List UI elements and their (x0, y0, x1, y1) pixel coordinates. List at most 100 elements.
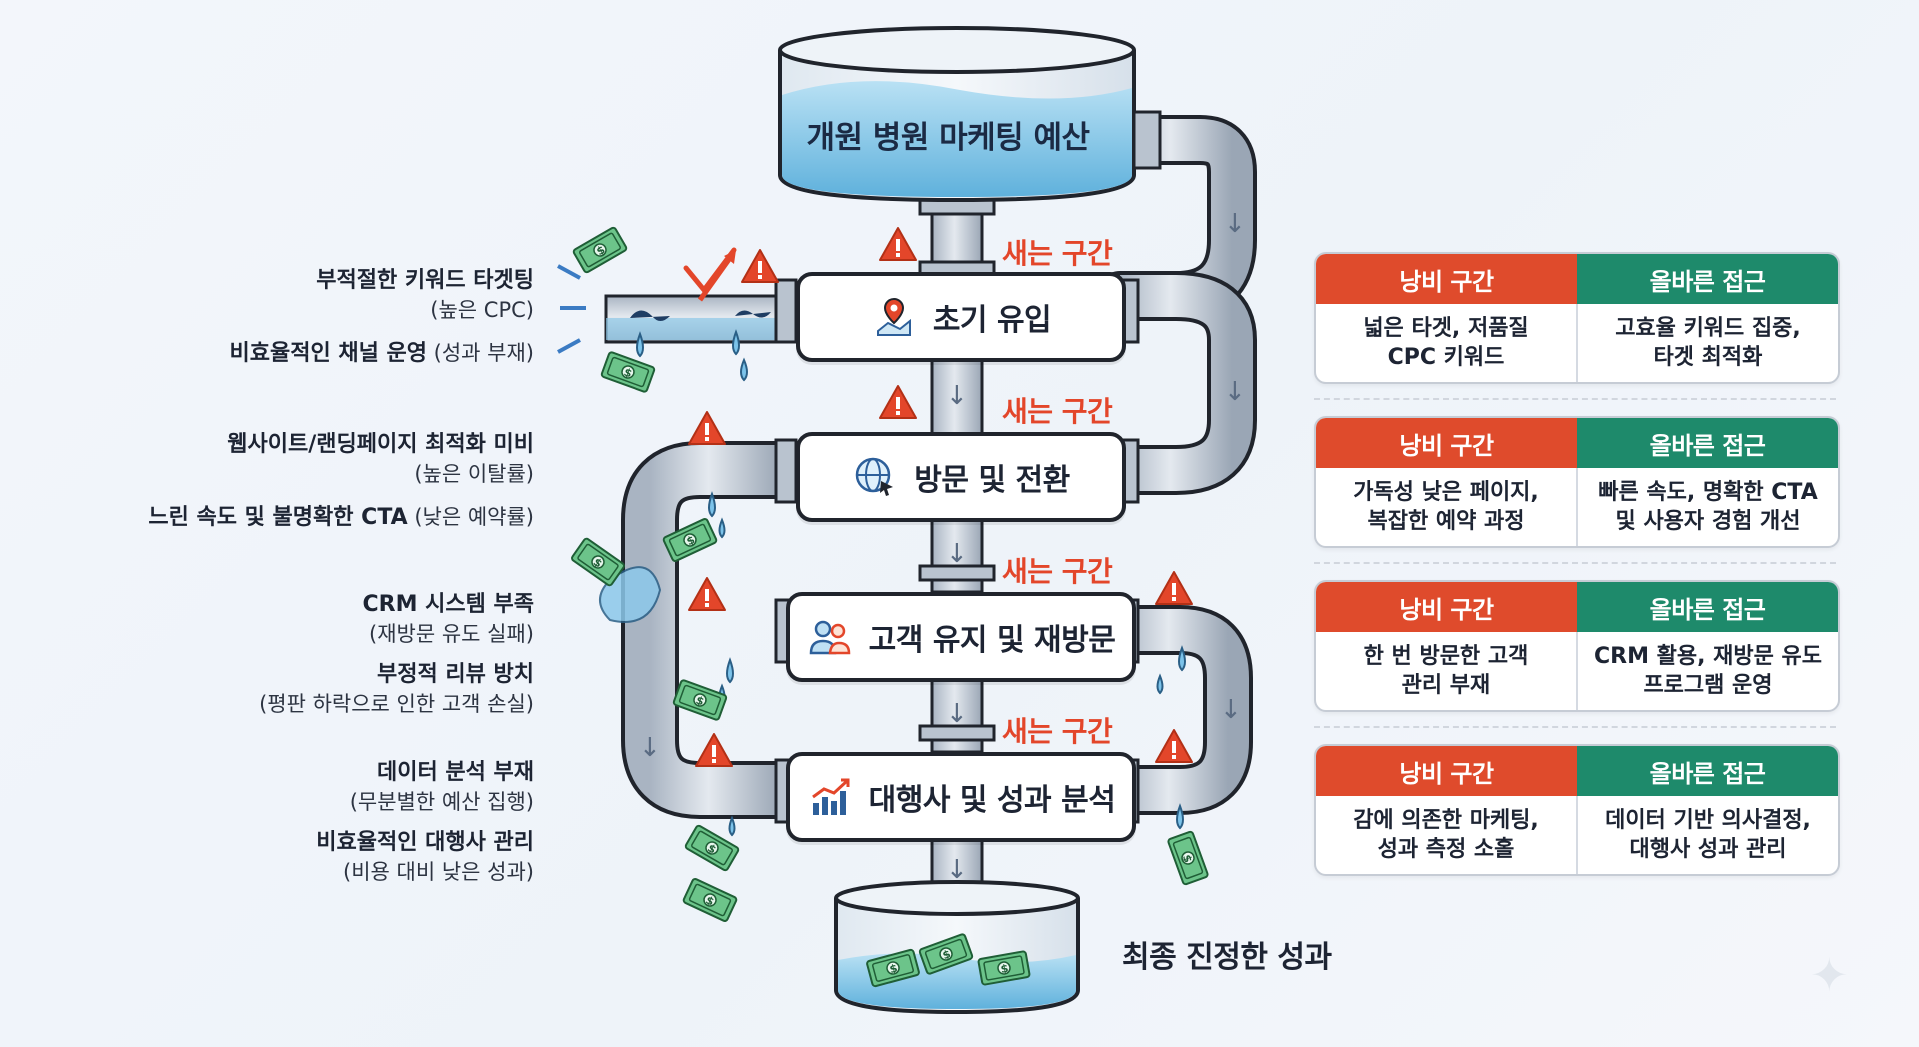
svg-text:↓: ↓ (946, 699, 968, 729)
money-bill-icon: $ (571, 537, 625, 587)
warning-icon (695, 733, 733, 767)
waste-header: 낭비 구간 (1316, 582, 1577, 632)
stage-label: 대행사 및 성과 분석 (868, 783, 1116, 818)
issue-detail: (비용 대비 낮은 성과) (343, 860, 534, 884)
warning-icon (879, 385, 917, 419)
issue-title: 부정적 리뷰 방치 (377, 662, 534, 687)
right-approach-text: 고효율 키워드 집중, 타겟 최적화 (1576, 304, 1838, 382)
money-bill-icon: $ (682, 878, 738, 922)
issue-title: 비효율적인 채널 운영 (성과 부재) (229, 341, 534, 366)
warning-icon (1155, 729, 1193, 763)
issue-data-analysis: 데이터 분석 부재 (무분별한 예산 집행) (74, 758, 534, 816)
svg-text:↓: ↓ (946, 539, 968, 569)
stage-initial-inflow: 초기 유입 (796, 272, 1126, 362)
leak-label-1: 새는 구간 (1002, 237, 1113, 270)
leak-arrows (557, 247, 737, 354)
right-approach-header: 올바른 접근 (1577, 746, 1838, 796)
right-loop-pipe: ↓ (1120, 605, 1253, 815)
money-bill-icon: $ (662, 518, 718, 562)
issue-agency-management: 비효율적인 대행사 관리 (비용 대비 낮은 성과) (74, 828, 534, 886)
svg-text:$: $ (1000, 962, 1010, 976)
money-bill-icon: $ (600, 351, 656, 393)
issue-detail: (무분별한 예산 집행) (349, 790, 534, 814)
right-approach-header: 올바른 접근 (1577, 418, 1838, 468)
issue-detail: (평판 하락으로 인한 고객 손실) (259, 692, 534, 716)
issue-title: CRM 시스템 부족 (362, 592, 535, 617)
right-approach-header: 올바른 접근 (1577, 254, 1838, 304)
card-divider (1314, 726, 1836, 728)
waste-text: 한 번 방문한 고객 관리 부재 (1363, 644, 1529, 698)
globe-cursor-icon (852, 454, 898, 500)
money-bill-icon: $ (572, 226, 628, 274)
comparison-card-1: 낭비 구간 올바른 접근 넓은 타겟, 저품질 CPC 키워드 고효율 키워드 … (1314, 252, 1840, 384)
warning-icon (688, 577, 726, 611)
waste-header: 낭비 구간 (1316, 418, 1577, 468)
left-broken-pipe (604, 294, 788, 344)
right-return-pipe: ↓ ↓ (1095, 115, 1257, 495)
card-divider (1314, 398, 1836, 400)
waste-header: 낭비 구간 (1316, 746, 1577, 796)
svg-text:$: $ (1180, 853, 1195, 865)
svg-text:↓: ↓ (946, 855, 968, 885)
right-approach-text: 빠른 속도, 명확한 CTA 및 사용자 경험 개선 (1576, 468, 1838, 546)
right-approach-header: 올바른 접근 (1577, 582, 1838, 632)
stage-visit-conversion: 방문 및 전환 (796, 432, 1126, 522)
stage-label: 고객 유지 및 재방문 (868, 623, 1116, 658)
issue-detail: (재방문 유도 실패) (369, 622, 534, 646)
comparison-card-4: 낭비 구간 올바른 접근 감에 의존한 마케팅, 성과 측정 소홀 데이터 기반… (1314, 744, 1840, 876)
right-approach-text: 데이터 기반 의사결정, 대행사 성과 관리 (1576, 796, 1838, 874)
waste-header: 낭비 구간 (1316, 254, 1577, 304)
issue-crm: CRM 시스템 부족 (재방문 유도 실패) (74, 590, 535, 648)
issue-keyword-targeting: 부적절한 키워드 타겟팅 (높은 CPC) (74, 266, 534, 324)
map-pin-icon (871, 294, 917, 340)
svg-text:↓: ↓ (1220, 695, 1242, 725)
svg-text:↓: ↓ (946, 381, 968, 411)
issue-detail: (높은 CPC) (430, 298, 534, 322)
money-bill-icon: $ (1167, 830, 1209, 886)
svg-text:↓: ↓ (1224, 377, 1246, 407)
issue-slow-speed-cta: 느린 속도 및 불명확한 CTA (낮은 예약률) (74, 502, 534, 533)
issue-website-optimization: 웹사이트/랜딩페이지 최적화 미비 (높은 이탈률) (74, 430, 534, 488)
stage-agency-analysis: 대행사 및 성과 분석 (786, 752, 1136, 842)
svg-text:↓: ↓ (639, 733, 661, 763)
issue-title: 웹사이트/랜딩페이지 최적화 미비 (227, 432, 534, 457)
leak-label-3: 새는 구간 (1002, 555, 1113, 588)
issue-negative-reviews: 부정적 리뷰 방치 (평판 하락으로 인한 고객 손실) (74, 660, 534, 718)
issue-channel-ops: 비효율적인 채널 운영 (성과 부재) (74, 338, 534, 369)
svg-text:$: $ (694, 694, 706, 709)
issue-detail: (낮은 예약률) (407, 505, 534, 529)
issue-title: 부적절한 키워드 타겟팅 (316, 268, 534, 293)
users-icon (807, 614, 853, 660)
stage-label: 초기 유입 (932, 303, 1052, 338)
issue-title: 비효율적인 대행사 관리 (316, 830, 534, 855)
budget-tank (778, 26, 1162, 203)
warning-icon (688, 411, 726, 445)
final-result-label: 최종 진정한 성과 (1122, 940, 1332, 975)
issue-detail: (높은 이탈률) (414, 462, 534, 486)
stage-label: 방문 및 전환 (914, 463, 1070, 498)
comparison-card-2: 낭비 구간 올바른 접근 가독성 낮은 페이지, 복잡한 예약 과정 빠른 속도… (1314, 416, 1840, 548)
warning-triangles (688, 227, 1193, 767)
waste-text: 감에 의존한 마케팅, 성과 측정 소홀 (1353, 808, 1539, 862)
leak-label-4: 새는 구간 (1002, 715, 1113, 748)
money-bill-icon: $ (977, 950, 1031, 986)
money-bill-icon: $ (918, 933, 974, 975)
sparkle-icon: ✦ (1810, 948, 1849, 1002)
bar-chart-icon (807, 774, 853, 820)
svg-text:$: $ (888, 962, 899, 977)
stage-retention: 고객 유지 및 재방문 (786, 592, 1136, 682)
waste-text: 넓은 타겟, 저품질 CPC 키워드 (1363, 316, 1529, 370)
right-approach-text: CRM 활용, 재방문 유도 프로그램 운영 (1576, 632, 1838, 710)
money-bill-icon: $ (672, 679, 728, 721)
waste-text: 가독성 낮은 페이지, 복잡한 예약 과정 (1353, 480, 1539, 534)
card-divider (1314, 562, 1836, 564)
svg-text:$: $ (941, 947, 953, 962)
warning-icon (741, 249, 779, 283)
money-bills: $ $ $ $ $ $ $ $ $ $ $ (571, 226, 1209, 988)
comparison-card-3: 낭비 구간 올바른 접근 한 번 방문한 고객 관리 부재 CRM 활용, 재방… (1314, 580, 1840, 712)
svg-text:$: $ (622, 366, 634, 381)
svg-text:↓: ↓ (1224, 209, 1246, 239)
money-bill-icon: $ (684, 824, 740, 872)
